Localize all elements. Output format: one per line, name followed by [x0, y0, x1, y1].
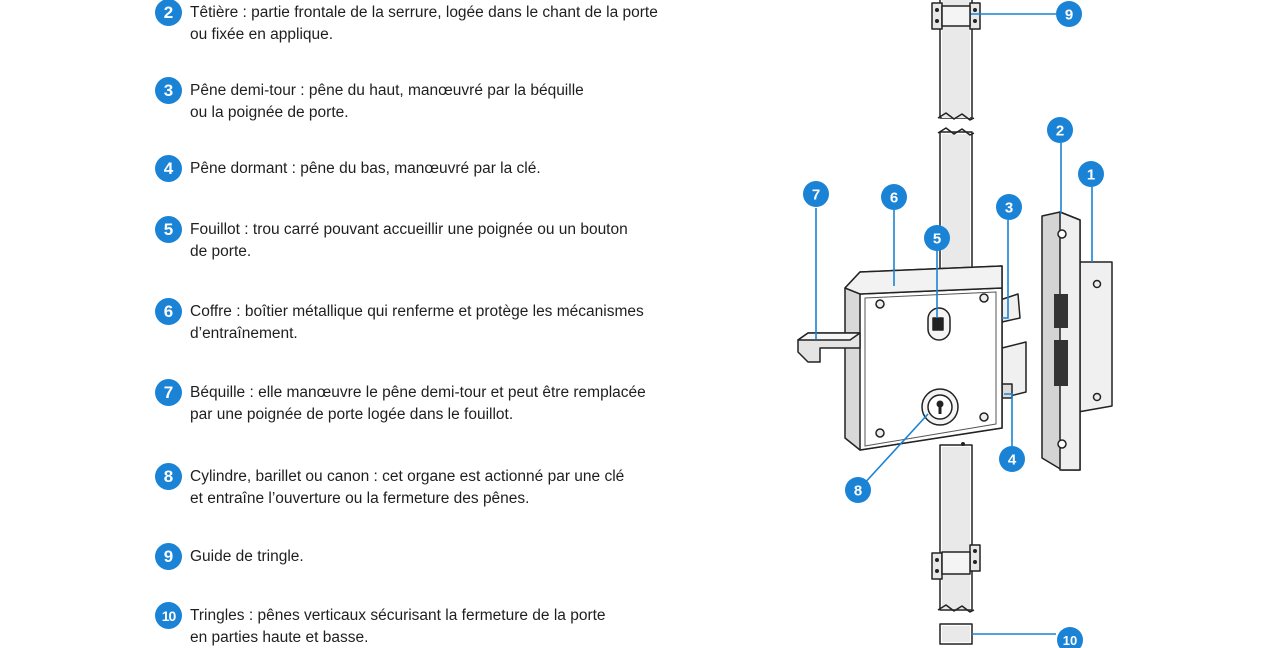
legend-text: Têtière : partie frontale de la serrure,… — [190, 4, 658, 43]
legend-text: Pêne demi-tour : pêne du haut, manœuvré … — [190, 82, 584, 121]
svg-text:6: 6 — [890, 190, 898, 207]
callout-2: 2 — [1047, 117, 1073, 143]
svg-text:3: 3 — [1005, 200, 1013, 217]
dead-bolt — [1001, 341, 1027, 399]
rod-guide-top — [931, 2, 981, 30]
svg-text:7: 7 — [812, 187, 820, 204]
svg-text:5: 5 — [933, 231, 941, 248]
legend-item-6: 6 Coffre : boîtier métallique qui renfer… — [155, 298, 644, 344]
svg-text:2: 2 — [1056, 123, 1064, 140]
svg-text:4: 4 — [1008, 452, 1017, 469]
legend-badge: 6 — [155, 298, 182, 325]
legend-badge: 4 — [155, 155, 182, 182]
legend-item-8: 8 Cylindre, barillet ou canon : cet orga… — [155, 463, 625, 509]
legend-item-2: 2 Têtière : partie frontale de la serrur… — [155, 0, 658, 45]
lever-handle — [797, 332, 861, 363]
svg-text:8: 8 — [854, 483, 862, 500]
rod-guide-bottom — [931, 544, 981, 580]
callout-8: 8 — [845, 477, 871, 503]
legend-text: Fouillot : trou carré pouvant accueillir… — [190, 221, 628, 260]
legend-item-7: 7 Béquille : elle manœuvre le pêne demi-… — [155, 379, 646, 425]
legend-item-3: 3 Pêne demi-tour : pêne du haut, manœuvr… — [155, 77, 584, 123]
callout-10: 10 — [1057, 627, 1083, 648]
legend-item-9: 9 Guide de tringle. — [155, 543, 304, 570]
legend-badge: 2 — [155, 0, 182, 26]
strike-plate — [1041, 211, 1081, 471]
legend-text: Béquille : elle manœuvre le pêne demi-to… — [190, 384, 646, 423]
callout-7: 7 — [803, 181, 829, 207]
strike-box — [1077, 261, 1113, 413]
legend-text: Pêne dormant : pêne du bas, manœuvré par… — [190, 160, 541, 177]
callout-1: 1 — [1078, 161, 1104, 187]
callout-3: 3 — [996, 194, 1022, 220]
legend-text: Coffre : boîtier métallique qui renferme… — [190, 303, 644, 342]
svg-text:1: 1 — [1087, 167, 1095, 184]
legend-item-4: 4 Pêne dormant : pêne du bas, manœuvré p… — [155, 155, 541, 182]
legend-badge: 8 — [155, 463, 182, 490]
legend-badge: 9 — [155, 543, 182, 570]
lock-diagram: 1 2 3 4 5 6 7 8 9 10 — [797, 0, 1113, 648]
lock-case — [844, 265, 1003, 451]
legend-item-10: 10 Tringles : pênes verticaux sécurisant… — [155, 602, 606, 648]
legend-badge: 3 — [155, 77, 182, 104]
legend-badge: 10 — [155, 602, 182, 629]
svg-text:10: 10 — [1063, 633, 1077, 648]
legend-text: Guide de tringle. — [190, 548, 304, 565]
callout-4: 4 — [999, 446, 1025, 472]
callout-9: 9 — [1056, 1, 1082, 27]
legend-text: Tringles : pênes verticaux sécurisant la… — [190, 607, 606, 646]
leader-lines — [815, 13, 1093, 635]
legend-item-5: 5 Fouillot : trou carré pouvant accueill… — [155, 216, 628, 262]
legend-text: Cylindre, barillet ou canon : cet organe… — [190, 468, 625, 507]
callout-5: 5 — [924, 225, 950, 251]
cylinder — [921, 388, 959, 426]
follower-spindle-hole — [927, 307, 951, 341]
legend-badge: 5 — [155, 216, 182, 243]
legend-badge: 7 — [155, 379, 182, 406]
lower-rod — [937, 442, 975, 645]
svg-text:9: 9 — [1065, 7, 1073, 24]
callout-6: 6 — [881, 184, 907, 210]
